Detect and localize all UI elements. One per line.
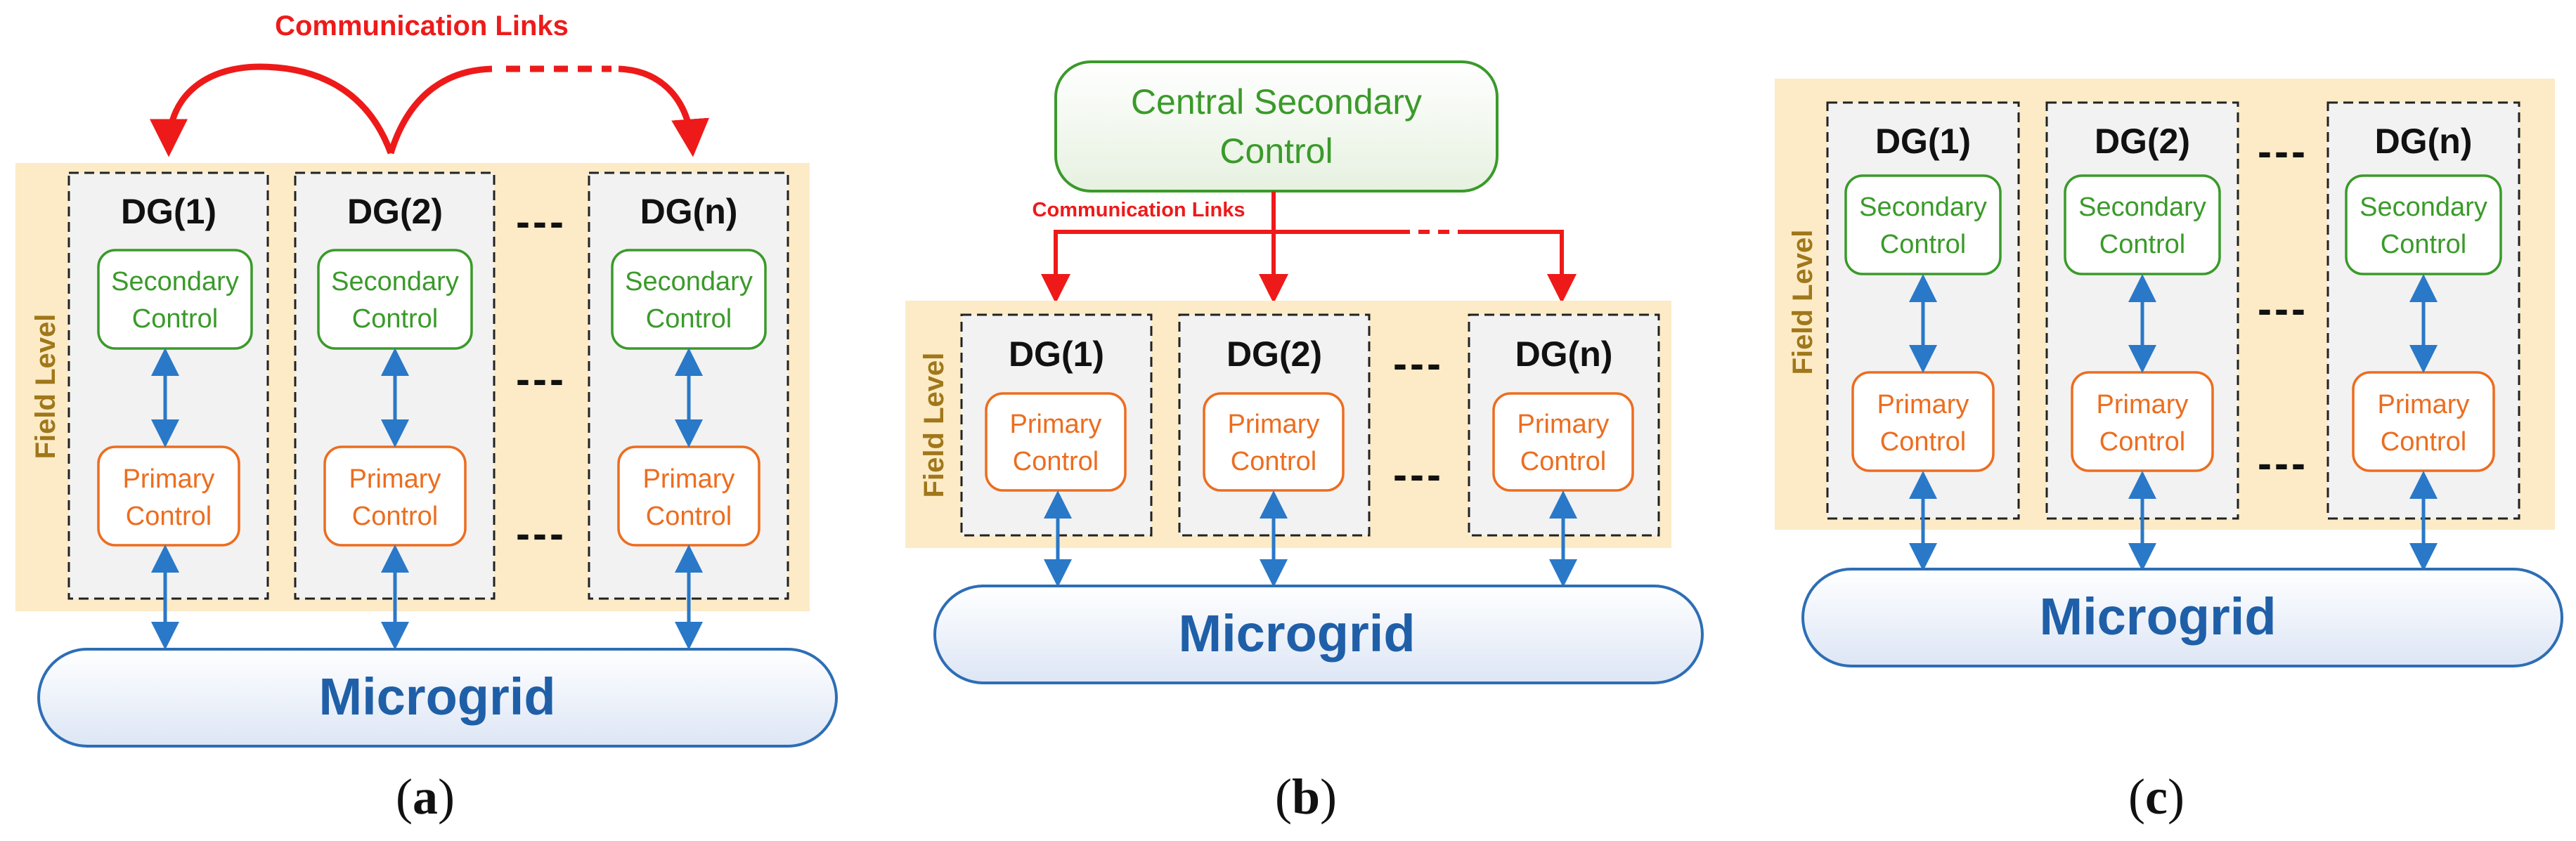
- microgrid-label: Microgrid: [1178, 604, 1415, 663]
- field-level-label: Field Level: [30, 314, 61, 459]
- dg-1-title: DG(1): [1009, 334, 1104, 374]
- panel-c: Field Level DG(1) DG(2) DG(n) Secondary …: [1775, 79, 2563, 825]
- dg-n-title: DG(n): [1515, 334, 1613, 374]
- ellipsis: ---: [2258, 440, 2308, 487]
- secondary-control-box: [1844, 174, 2002, 275]
- primary-label: Primary: [1010, 410, 1102, 439]
- ellipsis: ---: [1393, 451, 1444, 498]
- primary-label: Primary: [2378, 390, 2470, 419]
- primary-label: Primary: [123, 464, 215, 494]
- primary-label: Primary: [1877, 390, 1969, 419]
- primary-label: Control: [646, 502, 732, 531]
- field-level-label: Field Level: [919, 353, 950, 498]
- dg-2-title: DG(2): [347, 192, 443, 231]
- communication-links-label: Communication Links: [1033, 199, 1245, 221]
- central-secondary-control-box: [1054, 60, 1499, 193]
- ellipsis: ---: [516, 510, 567, 557]
- caption-a: (a): [396, 769, 455, 825]
- dg-2-title: DG(2): [2095, 122, 2190, 161]
- primary-label: Control: [1013, 447, 1099, 476]
- secondary-control-box: [611, 249, 767, 350]
- secondary-label: Secondary: [111, 267, 239, 296]
- primary-label: Control: [1231, 447, 1317, 476]
- communication-links-label: Communication Links: [275, 11, 569, 41]
- secondary-label: Control: [646, 304, 732, 334]
- ellipsis: ---: [1393, 340, 1444, 387]
- primary-label: Control: [1520, 447, 1607, 476]
- primary-label: Primary: [349, 464, 441, 494]
- primary-label: Control: [352, 502, 439, 531]
- panel-b: Central Secondary Control Communication …: [905, 60, 1704, 825]
- ellipsis: ---: [516, 198, 567, 245]
- ellipsis: ---: [2258, 285, 2308, 332]
- dg-2-title: DG(2): [1226, 334, 1322, 374]
- secondary-label: Secondary: [2360, 193, 2487, 222]
- microgrid-label: Microgrid: [2039, 587, 2276, 646]
- primary-label: Primary: [1228, 410, 1320, 439]
- primary-label: Control: [126, 502, 212, 531]
- central-secondary-label: Control: [1219, 131, 1333, 171]
- communication-link: [618, 65, 710, 157]
- secondary-label: Control: [2099, 230, 2186, 259]
- secondary-label: Secondary: [1859, 193, 1987, 222]
- secondary-label: Control: [132, 304, 219, 334]
- secondary-label: Secondary: [2078, 193, 2206, 222]
- primary-label: Primary: [643, 464, 735, 494]
- central-secondary-label: Central Secondary: [1131, 82, 1422, 122]
- microgrid-label: Microgrid: [318, 667, 555, 726]
- field-level-label: Field Level: [1787, 230, 1818, 375]
- primary-label: Control: [2381, 427, 2467, 457]
- secondary-label: Control: [352, 304, 439, 334]
- dg-n-title: DG(n): [2375, 122, 2473, 161]
- ellipsis: ---: [516, 356, 567, 403]
- primary-label: Control: [2099, 427, 2186, 457]
- communication-link: [150, 63, 394, 157]
- panel-a: Field Level DG(1) DG(2) DG(n) Secondary …: [15, 11, 838, 825]
- dg-1-title: DG(1): [121, 192, 216, 231]
- secondary-control-box: [2064, 174, 2221, 275]
- secondary-label: Secondary: [625, 267, 753, 296]
- secondary-control-box: [2345, 174, 2502, 275]
- secondary-label: Control: [2381, 230, 2467, 259]
- secondary-control-box: [317, 249, 473, 350]
- secondary-label: Control: [1880, 230, 1967, 259]
- primary-label: Control: [1880, 427, 1967, 457]
- microgrid-bar: [37, 648, 838, 748]
- communication-link: [387, 65, 493, 155]
- microgrid-bar: [1801, 568, 2563, 667]
- primary-label: Primary: [2097, 390, 2189, 419]
- caption-c: (c): [2128, 769, 2185, 825]
- secondary-label: Secondary: [331, 267, 459, 296]
- secondary-control-box: [97, 249, 253, 350]
- dg-1-title: DG(1): [1875, 122, 1971, 161]
- dg-n-title: DG(n): [640, 192, 738, 231]
- caption-b: (b): [1275, 769, 1337, 825]
- microgrid-bar: [933, 585, 1704, 684]
- primary-label: Primary: [1517, 410, 1610, 439]
- ellipsis: ---: [2258, 128, 2308, 175]
